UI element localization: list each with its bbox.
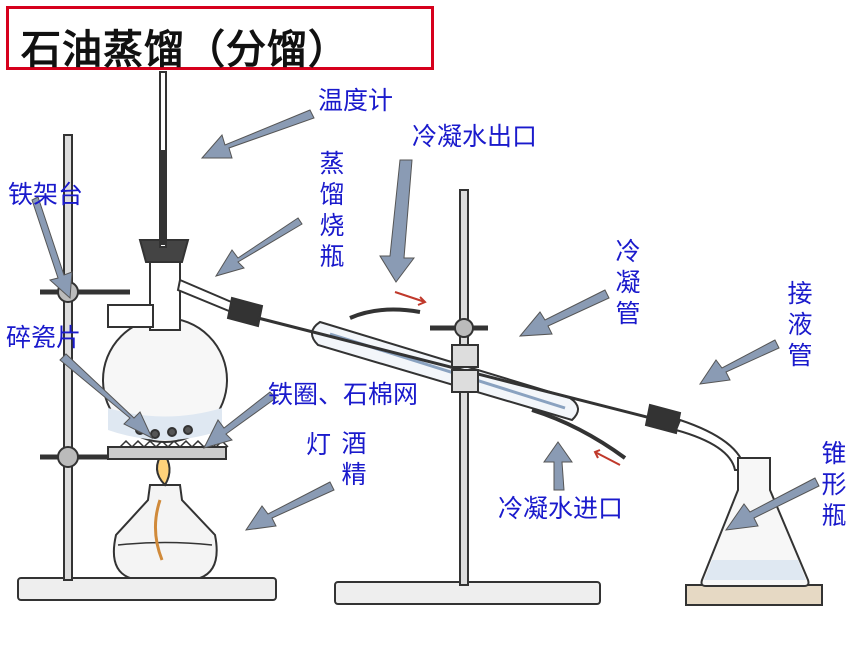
label-adapter: 接液管 bbox=[784, 280, 813, 373]
arrow-ring-gauze bbox=[203, 391, 277, 449]
label-conical-flask: 锥形瓶 bbox=[818, 440, 847, 533]
arrow-boiling-chips bbox=[59, 353, 154, 440]
side-arm-tube bbox=[176, 278, 264, 328]
label-thermometer: 温度计 bbox=[318, 86, 394, 115]
pointer-arrows bbox=[31, 109, 820, 531]
arrow-thermometer bbox=[200, 109, 315, 159]
adapter bbox=[644, 403, 747, 471]
flow-arrows bbox=[394, 291, 621, 466]
arrow-iron-stand bbox=[31, 196, 73, 300]
distillation-flask bbox=[102, 239, 228, 443]
label-boiling-chips: 碎瓷片 bbox=[6, 323, 82, 352]
label-alcohol-lamp-1: 灯 bbox=[306, 430, 332, 459]
arrow-conical-flask bbox=[724, 477, 820, 531]
label-condenser: 冷凝管 bbox=[612, 238, 641, 331]
arrow-lamp bbox=[244, 481, 335, 531]
label-iron-stand: 铁架台 bbox=[8, 180, 84, 209]
arrow-flask bbox=[214, 217, 303, 277]
arrow-adapter bbox=[698, 339, 780, 385]
alcohol-lamp bbox=[112, 450, 218, 579]
arrow-condenser bbox=[518, 289, 610, 337]
label-condenser-water-outlet: 冷凝水出口 bbox=[412, 122, 538, 151]
label-distillation-flask: 蒸馏烧瓶 bbox=[316, 150, 345, 274]
label-condenser-water-inlet: 冷凝水进口 bbox=[498, 494, 624, 523]
title-box: 石油蒸馏（分馏） bbox=[6, 6, 434, 73]
thermometer bbox=[159, 71, 167, 248]
page-title: 石油蒸馏（分馏） bbox=[21, 27, 349, 73]
arrow-water-inlet bbox=[543, 441, 573, 491]
arrow-water-outlet bbox=[379, 159, 415, 283]
condenser bbox=[257, 307, 691, 460]
label-iron-ring-gauze: 铁圈、石棉网 bbox=[268, 380, 419, 409]
label-alcohol-lamp-2: 酒精 bbox=[338, 430, 367, 492]
conical-flask bbox=[685, 457, 823, 606]
